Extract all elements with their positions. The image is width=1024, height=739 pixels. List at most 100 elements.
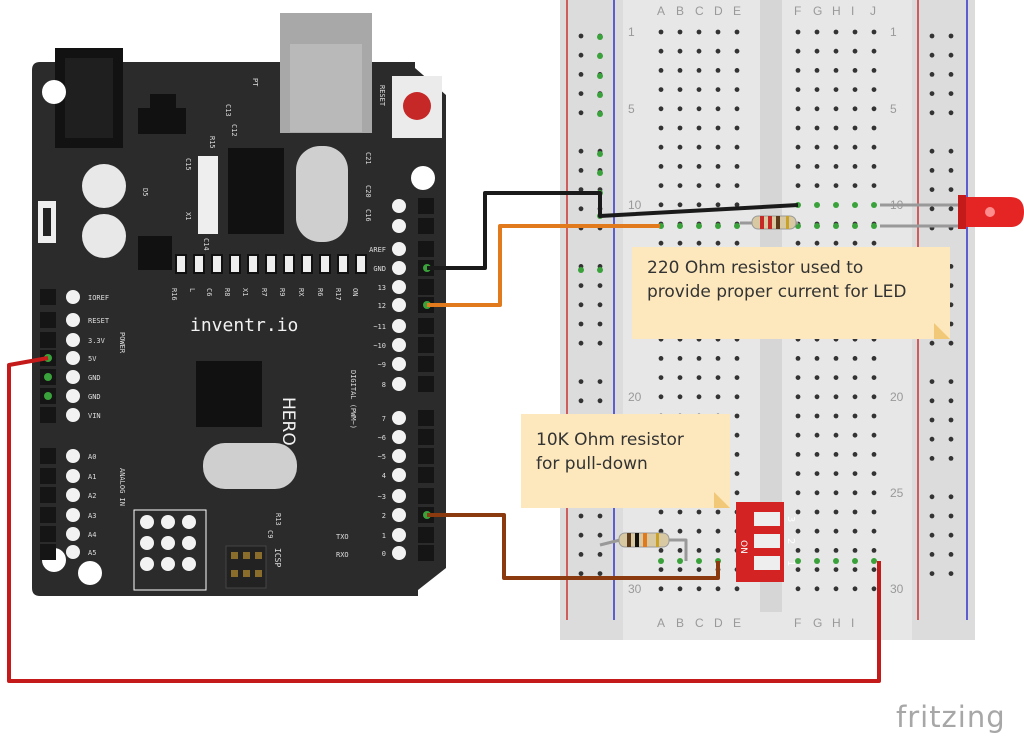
column-letter: G: [813, 616, 822, 630]
breadboard-hole: [852, 452, 858, 457]
component-label: R7: [260, 288, 268, 296]
resistor-10k: [618, 532, 670, 548]
breadboard-hole: [597, 283, 603, 288]
pin-label: GND: [88, 393, 101, 401]
breadboard-hole: [734, 413, 740, 419]
component-label: PT: [251, 78, 259, 87]
breadboard-hole: [871, 125, 877, 131]
pin-hole: [392, 468, 406, 482]
breadboard-hole: [814, 29, 820, 35]
icsp-pin: [182, 557, 196, 571]
breadboard-hole: [871, 528, 877, 534]
arduino-board: IOREFRESET3.3V5VGNDGNDVINA0A1A2A3A4A5ARE…: [32, 13, 446, 596]
breadboard-hole: [658, 106, 664, 112]
breadboard-hole: [696, 48, 702, 54]
breadboard-hole: [852, 375, 858, 380]
connected-hole: [597, 73, 603, 79]
pin-hole: [392, 377, 406, 391]
breadboard-hole: [871, 567, 877, 572]
pin-hole: [392, 338, 406, 352]
breadboard-hole: [715, 509, 721, 515]
note-10k-ohm-text: 10K Ohm resistor for pull-down: [536, 430, 684, 474]
header-socket: [40, 312, 56, 328]
breadboard-hole: [677, 202, 683, 208]
breadboard-hole: [658, 87, 664, 92]
breadboard-hole: [677, 586, 683, 592]
breadboard-hole: [852, 548, 858, 553]
digital-header-label: DIGITAL (PWM~): [349, 370, 357, 429]
breadboard-hole: [734, 356, 740, 361]
breadboard-hole: [852, 144, 858, 150]
breadboard-hole: [948, 168, 954, 173]
breadboard-hole: [696, 567, 702, 572]
switch-position-label: 1: [785, 560, 796, 566]
breadboard-hole: [929, 571, 935, 576]
breadboard-hole: [871, 87, 877, 92]
wire-grey-resistor-2b: [668, 538, 688, 561]
breadboard-hole: [597, 340, 603, 346]
pin-label: ~3: [378, 493, 386, 501]
component-label: X1: [184, 212, 192, 220]
breadboard-hole: [833, 413, 839, 419]
dip-switch[interactable]: ON 321: [736, 502, 796, 582]
row-number: 1: [628, 25, 635, 39]
connected-hole: [852, 558, 858, 564]
breadboard-hole: [677, 528, 683, 534]
breadboard-hole: [696, 87, 702, 92]
breadboard-hole: [715, 164, 721, 169]
breadboard-hole: [948, 552, 954, 557]
breadboard-hole: [696, 356, 702, 361]
pin-label: 12: [378, 302, 386, 310]
breadboard-hole: [658, 68, 664, 73]
smd-part-cap: [321, 256, 329, 272]
connected-pin: [44, 373, 52, 381]
header-socket: [418, 279, 434, 295]
breadboard-hole: [948, 379, 954, 384]
column-letter: G: [813, 4, 822, 18]
breadboard-hole: [929, 494, 935, 500]
breadboard-hole: [948, 148, 954, 154]
breadboard-hole: [578, 110, 584, 116]
header-socket: [418, 376, 434, 392]
breadboard-hole: [795, 567, 801, 572]
breadboard-hole: [696, 29, 702, 35]
breadboard-hole: [658, 509, 664, 515]
breadboard-hole: [852, 394, 858, 400]
column-letter: B: [676, 616, 684, 630]
pin-hole: [66, 408, 80, 422]
breadboard-hole: [578, 340, 584, 346]
breadboard-hole: [814, 183, 820, 189]
breadboard-hole: [597, 513, 603, 519]
breadboard-hole: [852, 356, 858, 361]
reset-label: RESET: [378, 85, 386, 107]
breadboard-hole: [677, 106, 683, 112]
pin-label: ~5: [378, 453, 386, 461]
connected-hole: [597, 34, 603, 40]
pin-label: GND: [373, 265, 386, 273]
breadboard-hole: [677, 356, 683, 361]
breadboard-hole: [852, 68, 858, 73]
breadboard-hole: [795, 106, 801, 112]
breadboard-hole: [929, 72, 935, 77]
pin-hole: [66, 527, 80, 541]
breadboard-hole: [929, 417, 935, 423]
pin-hole: [66, 290, 80, 304]
breadboard-hole: [833, 586, 839, 592]
breadboard-hole: [696, 68, 702, 73]
pin-hole: [392, 219, 406, 233]
breadboard-hole: [814, 356, 820, 361]
smd-part-cap: [267, 256, 275, 272]
connected-hole: [597, 111, 603, 117]
connected-hole: [833, 558, 839, 564]
breadboard-hole: [833, 509, 839, 515]
breadboard-hole: [795, 356, 801, 361]
breadboard-hole: [948, 187, 954, 193]
breadboard-hole: [948, 398, 954, 404]
breadboard-hole: [833, 452, 839, 457]
breadboard-hole: [597, 571, 603, 576]
breadboard-hole: [658, 567, 664, 572]
breadboard-hole: [871, 356, 877, 361]
led-red: [958, 195, 1024, 229]
column-letter: F: [794, 616, 801, 630]
breadboard-hole: [795, 183, 801, 189]
